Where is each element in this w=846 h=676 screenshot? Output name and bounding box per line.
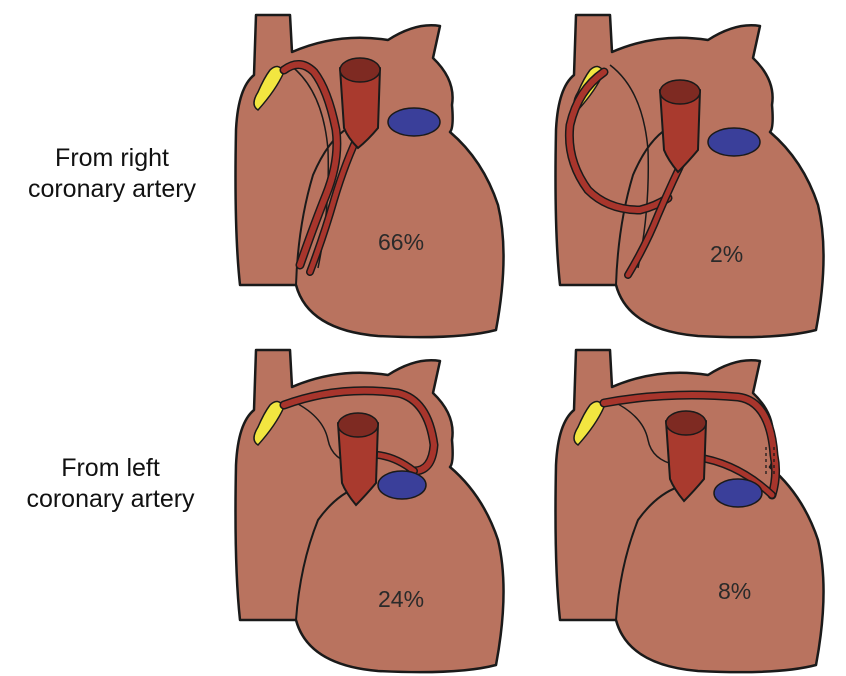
pulmonary-valve	[388, 108, 440, 136]
heart-illustration: 66%	[228, 10, 528, 340]
row-label-left-line-2: coronary artery	[8, 484, 213, 515]
percentage-label: 24%	[378, 586, 424, 612]
heart-panel-lca-24: 24%	[228, 345, 528, 675]
row-label-left-line-1: From left	[8, 453, 213, 484]
heart-body	[556, 15, 824, 337]
heart-panel-rca-66: 66%	[228, 10, 528, 340]
aorta-opening	[340, 58, 380, 82]
row-label-right-coronary: From right coronary artery	[12, 143, 212, 205]
aorta-opening	[666, 411, 706, 435]
row-label-right-line-2: coronary artery	[12, 174, 212, 205]
percentage-label: 66%	[378, 229, 424, 255]
row-label-left-coronary: From left coronary artery	[8, 453, 213, 515]
row-label-right-line-1: From right	[12, 143, 212, 174]
heart-illustration: 8%	[548, 345, 846, 675]
aorta-opening	[660, 80, 700, 104]
heart-panel-lca-8: 8%	[548, 345, 846, 675]
percentage-label: 2%	[710, 241, 743, 267]
percentage-label: 8%	[718, 578, 751, 604]
pulmonary-valve	[714, 479, 762, 507]
aorta-opening	[338, 413, 378, 437]
heart-body	[236, 350, 504, 672]
pulmonary-valve	[378, 471, 426, 499]
heart-illustration: 2%	[548, 10, 846, 340]
pulmonary-valve	[708, 128, 760, 156]
heart-illustration: 24%	[228, 345, 528, 675]
heart-panel-rca-2: 2%	[548, 10, 846, 340]
